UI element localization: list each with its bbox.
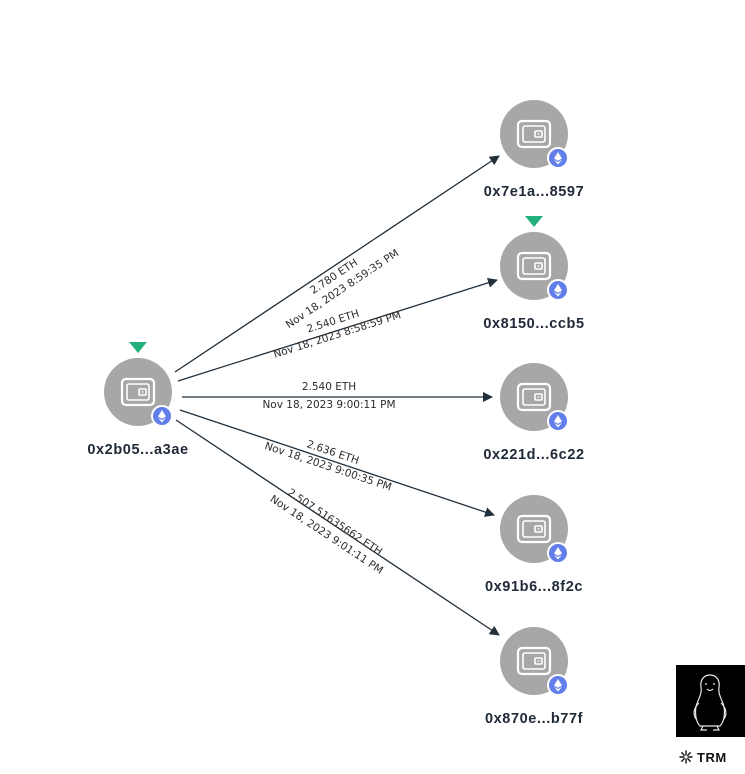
wallet-address-label[interactable]: 0x8150...ccb5 [483,316,584,332]
marker-triangle-icon [525,216,543,227]
trm-asterisk-icon [679,750,693,764]
watermark-image [676,665,745,737]
wallet-icon [516,119,552,149]
edge-arrow[interactable] [179,409,495,517]
edge-label: 2.540 ETH Nov 18, 2023 9:00:11 PM [262,381,395,411]
edge-arrow[interactable] [177,277,498,382]
nodes-layer: 0x2b05...a3ae 0x7e1a...8597 0x8150...ccb5 0… [87,100,584,727]
wallet-icon [120,377,156,407]
wallet-node[interactable]: 0x91b6...8f2c [485,495,583,595]
edge-timestamp: Nov 18, 2023 9:00:11 PM [262,399,395,411]
edge-arrow[interactable] [175,419,500,636]
wallet-node[interactable]: 0x2b05...a3ae [87,342,188,458]
brand-text: TRM [697,749,727,765]
wallet-address-label[interactable]: 0x7e1a...8597 [484,184,585,200]
brand-logo: TRM [679,747,727,767]
ethereum-icon [547,674,569,696]
transfer-edge[interactable]: 2.540 ETH Nov 18, 2023 9:00:11 PM [182,381,493,411]
penguin-figure-icon [676,665,745,737]
wallet-icon [516,382,552,412]
marker-triangle-icon [129,342,147,353]
ethereum-icon [547,410,569,432]
wallet-node[interactable]: 0x221d...6c22 [483,363,584,463]
wallet-address-label[interactable]: 0x221d...6c22 [483,447,584,463]
edge-amount: 2.540 ETH [302,381,356,393]
ethereum-icon [151,405,173,427]
wallet-node[interactable]: 0x7e1a...8597 [484,100,585,200]
wallet-address-label[interactable]: 0x2b05...a3ae [87,442,188,458]
wallet-icon [516,251,552,281]
wallet-node[interactable]: 0x8150...ccb5 [483,216,584,332]
ethereum-icon [547,542,569,564]
wallet-icon [516,514,552,544]
wallet-address-label[interactable]: 0x870e...b77f [485,711,583,727]
wallet-node[interactable]: 0x870e...b77f [485,627,583,727]
wallet-address-label[interactable]: 0x91b6...8f2c [485,579,583,595]
edge-arrow[interactable] [174,155,500,373]
ethereum-icon [547,279,569,301]
edge-timestamp: Nov 18, 2023 9:01:11 PM [268,493,385,577]
ethereum-icon [547,147,569,169]
wallet-icon [516,646,552,676]
